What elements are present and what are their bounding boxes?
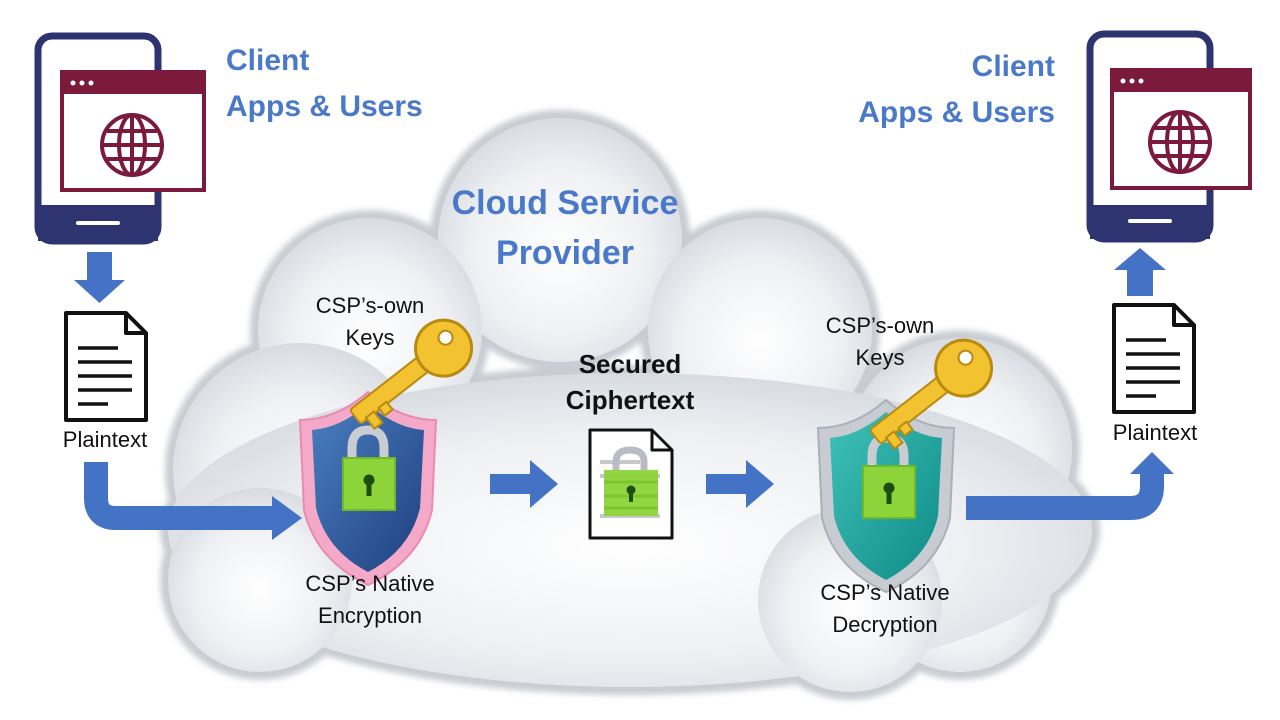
native-decryption-label: CSP’s Native Decryption [795, 577, 975, 641]
arrow-down-icon [74, 252, 125, 303]
plaintext-label-left: Plaintext [62, 427, 148, 452]
secured-ciphertext-label: Secured Ciphertext [540, 346, 720, 418]
client-device-icon [1086, 30, 1252, 243]
client-device-icon [34, 32, 206, 245]
lock-icon [862, 433, 916, 519]
keys-line2: Keys [345, 325, 395, 350]
client-apps-users-label-left: Client Apps & Users [226, 38, 423, 130]
plaintext-document-icon [1112, 303, 1196, 414]
client-label-line2: Apps & Users [858, 96, 1055, 129]
encryption-line1: CSP’s Native [305, 571, 435, 596]
key-icon [349, 318, 474, 431]
keys-line1: CSP’s-own [825, 313, 935, 338]
arrow-decryption-to-plaintext [966, 452, 1174, 520]
client-label-line2: Apps & Users [226, 90, 423, 123]
cloud-service-provider-title: Cloud Service Provider [420, 178, 710, 278]
csp-keys-label-left: CSP’s-own Keys [300, 290, 440, 354]
arrow-encryption-to-ciphertext [490, 460, 558, 508]
secured-line2: Ciphertext [565, 385, 695, 415]
globe-icon [100, 113, 164, 177]
client-label-line1: Client [971, 50, 1055, 83]
globe-icon [1148, 110, 1212, 174]
keys-line2: Keys [855, 345, 905, 370]
arrow-plaintext-to-encryption [84, 462, 302, 540]
keys-line1: CSP’s-own [315, 293, 425, 318]
key-icon [869, 338, 994, 451]
arrow-up-icon [1114, 248, 1166, 296]
encryption-line2: Encryption [318, 603, 422, 628]
ciphertext-document-icon [588, 428, 674, 540]
client-apps-users-label-right: Client Apps & Users [800, 44, 1055, 136]
lock-icon [342, 425, 396, 511]
cloud-title-line2: Provider [496, 234, 634, 272]
native-encryption-label: CSP’s Native Encryption [280, 568, 460, 632]
client-label-line1: Client [226, 44, 310, 77]
plaintext-document-icon [64, 311, 148, 422]
cloud-title-line1: Cloud Service [451, 184, 679, 222]
decryption-line2: Decryption [832, 612, 938, 637]
csp-keys-label-right: CSP’s-own Keys [810, 310, 950, 374]
plaintext-label-right: Plaintext [1112, 420, 1198, 445]
secured-line1: Secured [578, 349, 682, 379]
arrow-ciphertext-to-decryption [706, 460, 774, 508]
decryption-line1: CSP’s Native [820, 580, 950, 605]
